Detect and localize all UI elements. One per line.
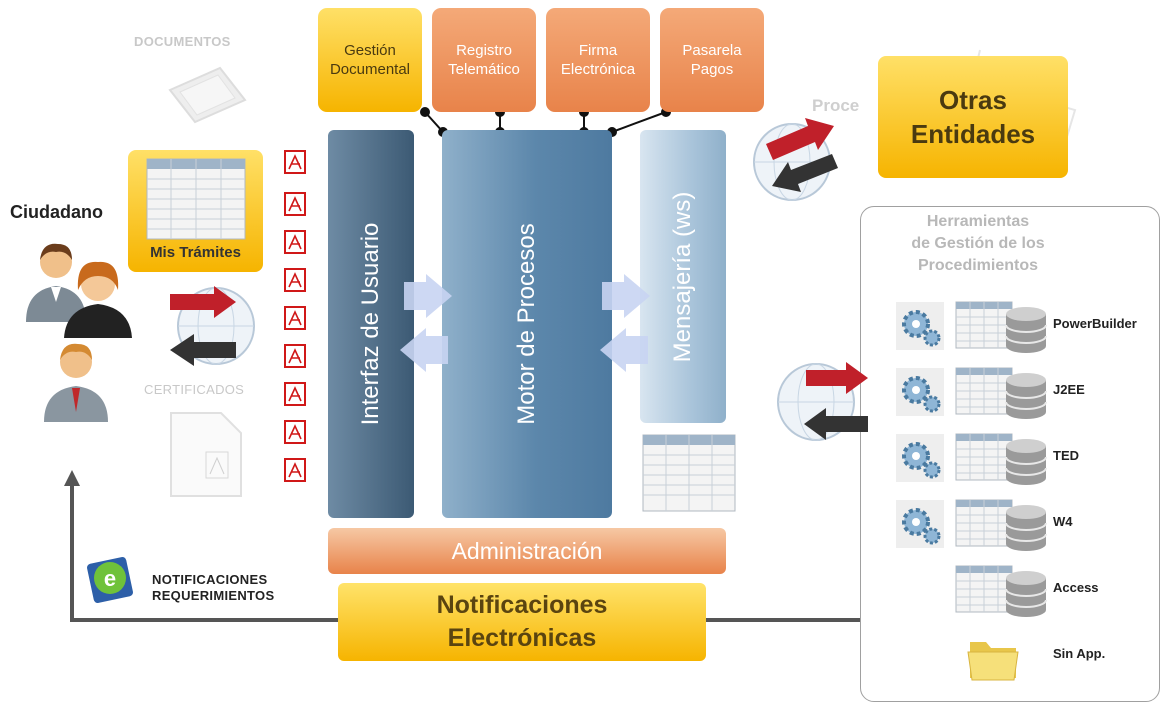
tool-label: J2EE — [1053, 382, 1085, 397]
database-table-icon — [955, 433, 1047, 485]
interfaz-usuario-column[interactable]: Interfaz de Usuario — [328, 130, 414, 518]
motor-procesos-column[interactable]: Motor de Procesos — [442, 130, 612, 518]
globe-exchange-icon — [777, 362, 868, 441]
notif-caption: NOTIFICACIONES REQUERIMIENTOS — [152, 572, 274, 604]
administracion-bar[interactable]: Administración — [328, 528, 726, 574]
module-line1: Firma — [578, 42, 618, 59]
tool-label: TED — [1053, 448, 1079, 463]
database-table-icon — [955, 565, 1047, 617]
database-table-icon — [955, 499, 1047, 551]
module-line2: Telemático — [448, 61, 520, 78]
proc-ghost-label: Proce — [812, 96, 860, 115]
notificaciones-line2: Electrónicas — [447, 624, 597, 652]
pdf-icon — [284, 344, 306, 368]
pdf-icon — [284, 382, 306, 406]
module-line2: Documental — [329, 61, 411, 78]
pdf-icon — [284, 150, 306, 174]
tool-row-ted[interactable]: TED — [896, 432, 1156, 485]
database-table-icon — [955, 301, 1047, 353]
tool-row-powerbuilder[interactable]: PowerBuilder — [896, 300, 1156, 353]
tool-row-access[interactable]: Access — [896, 564, 1156, 617]
herramientas-title-line1: Herramientas — [926, 213, 1030, 230]
pdf-icon — [284, 268, 306, 292]
pdf-icon — [284, 192, 306, 216]
herramientas-title-line3: Procedimientos — [917, 257, 1039, 274]
pdf-icon — [284, 420, 306, 444]
certificados-label: CERTIFICADOS — [144, 382, 245, 397]
module-line2: Pagos — [690, 61, 734, 78]
notificaciones-line1: Notificaciones — [436, 591, 608, 619]
module-line1: Pasarela — [682, 42, 742, 59]
mis-tramites-box[interactable]: Mis Trámites — [128, 150, 263, 272]
gears-icon — [896, 500, 944, 548]
notif-caption-line2: REQUERIMIENTOS — [152, 588, 275, 603]
administracion-label: Administración — [451, 537, 603, 564]
svg-text:e: e — [104, 566, 116, 591]
otras-entidades-box[interactable]: Otras Entidades — [878, 56, 1068, 178]
pdf-icon — [284, 458, 306, 482]
spreadsheet-icon — [146, 158, 246, 240]
tool-row-w4[interactable]: W4 — [896, 498, 1156, 551]
tool-label: W4 — [1053, 514, 1073, 529]
tool-label: Sin App. — [1053, 646, 1106, 661]
notificaciones-electronicas-box[interactable]: Notificaciones Electrónicas — [338, 583, 706, 661]
gears-icon — [896, 434, 944, 482]
otras-line1: Otras — [939, 85, 1007, 115]
tool-row-sin-app[interactable]: Sin App. — [896, 630, 1156, 682]
documentos-label: DOCUMENTOS — [134, 34, 231, 49]
interfaz-usuario-label: Interfaz de Usuario — [357, 222, 384, 426]
spreadsheet-icon — [642, 434, 736, 512]
notif-caption-line1: NOTIFICACIONES — [152, 572, 268, 587]
mis-tramites-label: Mis Trámites — [150, 244, 241, 261]
mensajeria-column[interactable]: Mensajería (ws) — [640, 130, 726, 423]
pdf-icon — [284, 306, 306, 330]
database-table-icon — [955, 367, 1047, 419]
module-line1: Registro — [456, 42, 512, 59]
pdf-icon — [284, 230, 306, 254]
printer-icon — [168, 66, 247, 124]
citizens-icon — [26, 243, 132, 422]
ciudadano-label: Ciudadano — [10, 202, 103, 222]
tool-label: Access — [1053, 580, 1099, 595]
folder-icon — [967, 642, 1019, 681]
gears-icon — [896, 368, 944, 416]
module-line2: Electrónica — [560, 61, 636, 78]
globe-exchange-icon — [170, 286, 255, 366]
tool-row-j2ee[interactable]: J2EE — [896, 366, 1156, 419]
globe-exchange-icon — [753, 118, 838, 201]
flow-arrows — [400, 274, 650, 372]
herramientas-title-line2: de Gestión de los — [911, 235, 1045, 252]
email-icon: e — [87, 557, 133, 603]
gears-icon — [896, 302, 944, 350]
mensajeria-label: Mensajería (ws) — [669, 191, 696, 362]
module-line1: Gestión — [344, 42, 396, 59]
certificate-document-icon — [170, 412, 242, 497]
herramientas-title: Herramientas de Gestión de los Procedimi… — [861, 211, 1095, 277]
otras-line2: Entidades — [910, 119, 1036, 149]
tool-label: PowerBuilder — [1053, 316, 1137, 331]
